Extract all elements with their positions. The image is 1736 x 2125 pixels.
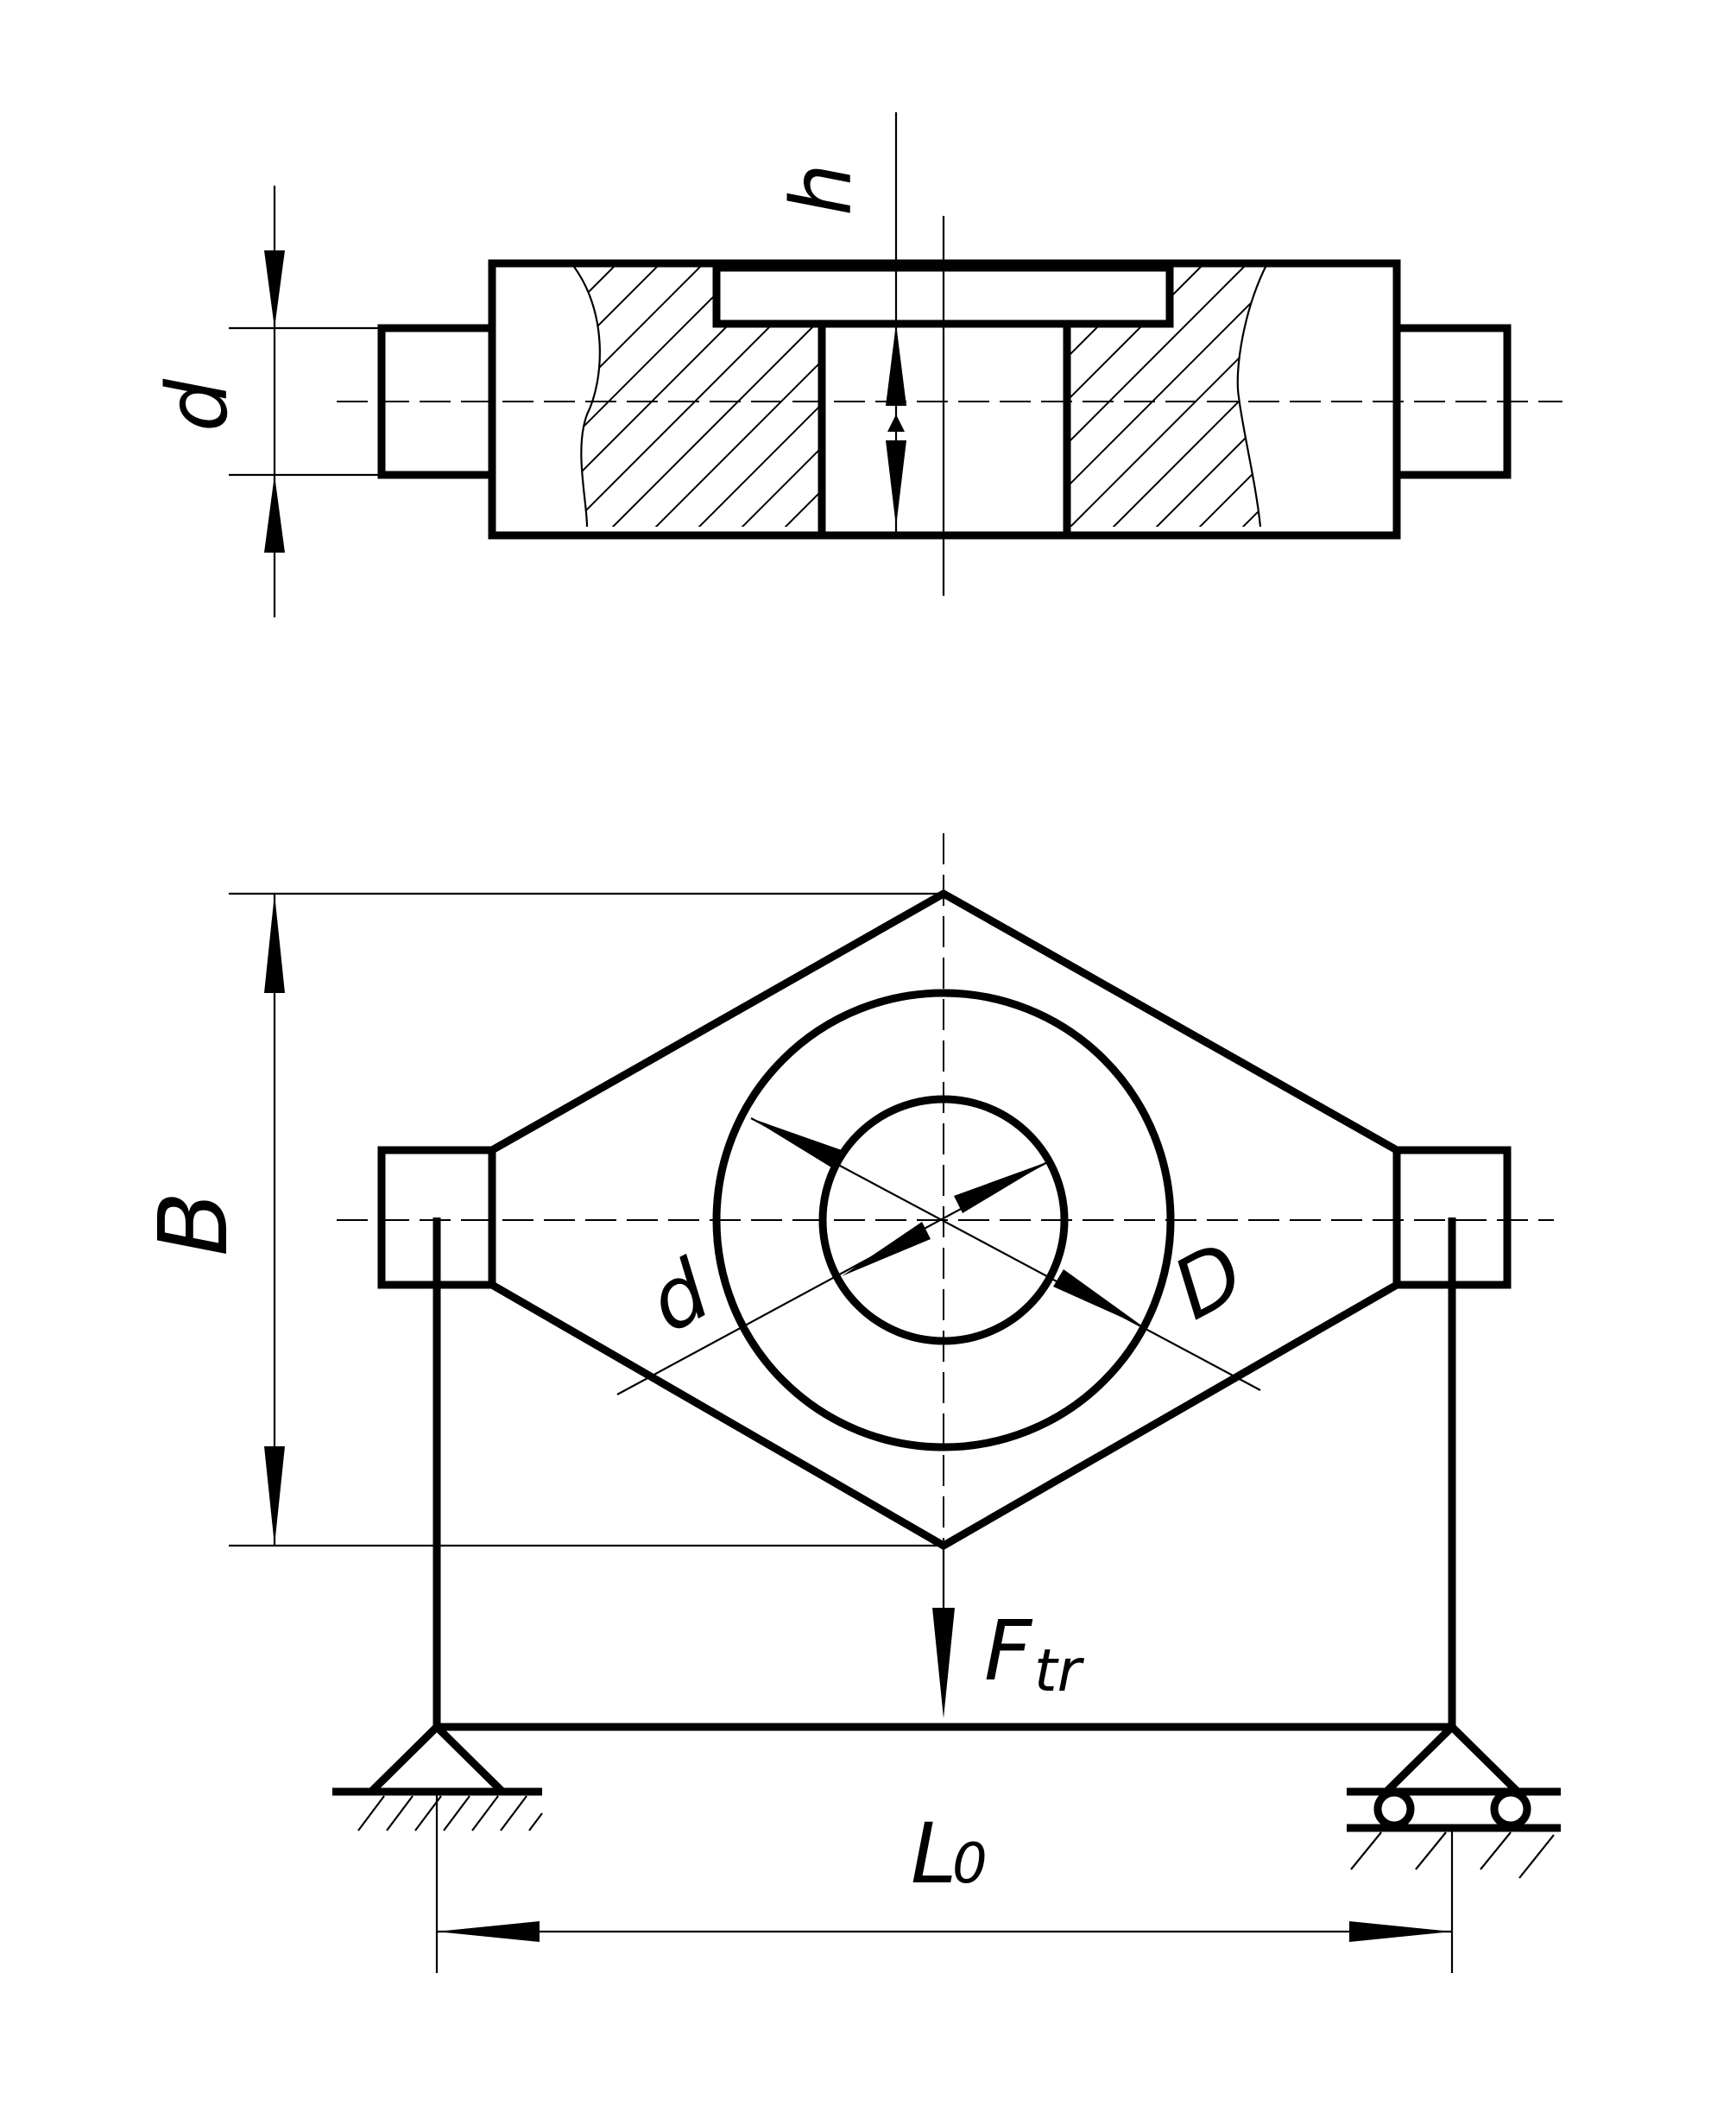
arrow-icon xyxy=(264,475,285,553)
arrow-icon xyxy=(842,1222,931,1276)
label-force-subscript: tr xyxy=(1034,1637,1085,1705)
plan-view: d D B xyxy=(138,833,1561,1973)
down-arrow-icon xyxy=(932,1608,955,1718)
roller-support-icon xyxy=(1347,1721,1561,1879)
arrow-icon xyxy=(886,324,906,406)
arrow-icon xyxy=(954,1161,1049,1213)
dimension-line-D xyxy=(750,1117,1261,1391)
break-line-right xyxy=(1236,262,1268,528)
break-line-left xyxy=(571,262,601,528)
arrow-icon xyxy=(264,1446,285,1546)
hatching-left xyxy=(571,263,822,527)
section-view: h d xyxy=(149,112,1562,617)
hatching-right xyxy=(1067,263,1267,527)
label-h: h xyxy=(773,163,870,216)
label-B: B xyxy=(138,1192,249,1256)
label-span: L xyxy=(911,1806,956,1902)
label-d-top: d xyxy=(149,378,246,432)
arrow-icon xyxy=(264,250,285,328)
arrow-icon xyxy=(886,440,906,527)
arrow-icon xyxy=(1349,1921,1452,1942)
shaft-end-right xyxy=(1392,324,1512,479)
arrow-icon xyxy=(887,414,905,432)
arrow-icon xyxy=(751,1118,842,1167)
label-force: F xyxy=(984,1603,1033,1699)
arrow-icon xyxy=(264,894,285,993)
label-d-inner: d xyxy=(633,1241,725,1351)
arrow-icon xyxy=(437,1921,540,1942)
label-span-subscript: 0 xyxy=(952,1832,988,1896)
arrow-icon xyxy=(1053,1269,1144,1327)
